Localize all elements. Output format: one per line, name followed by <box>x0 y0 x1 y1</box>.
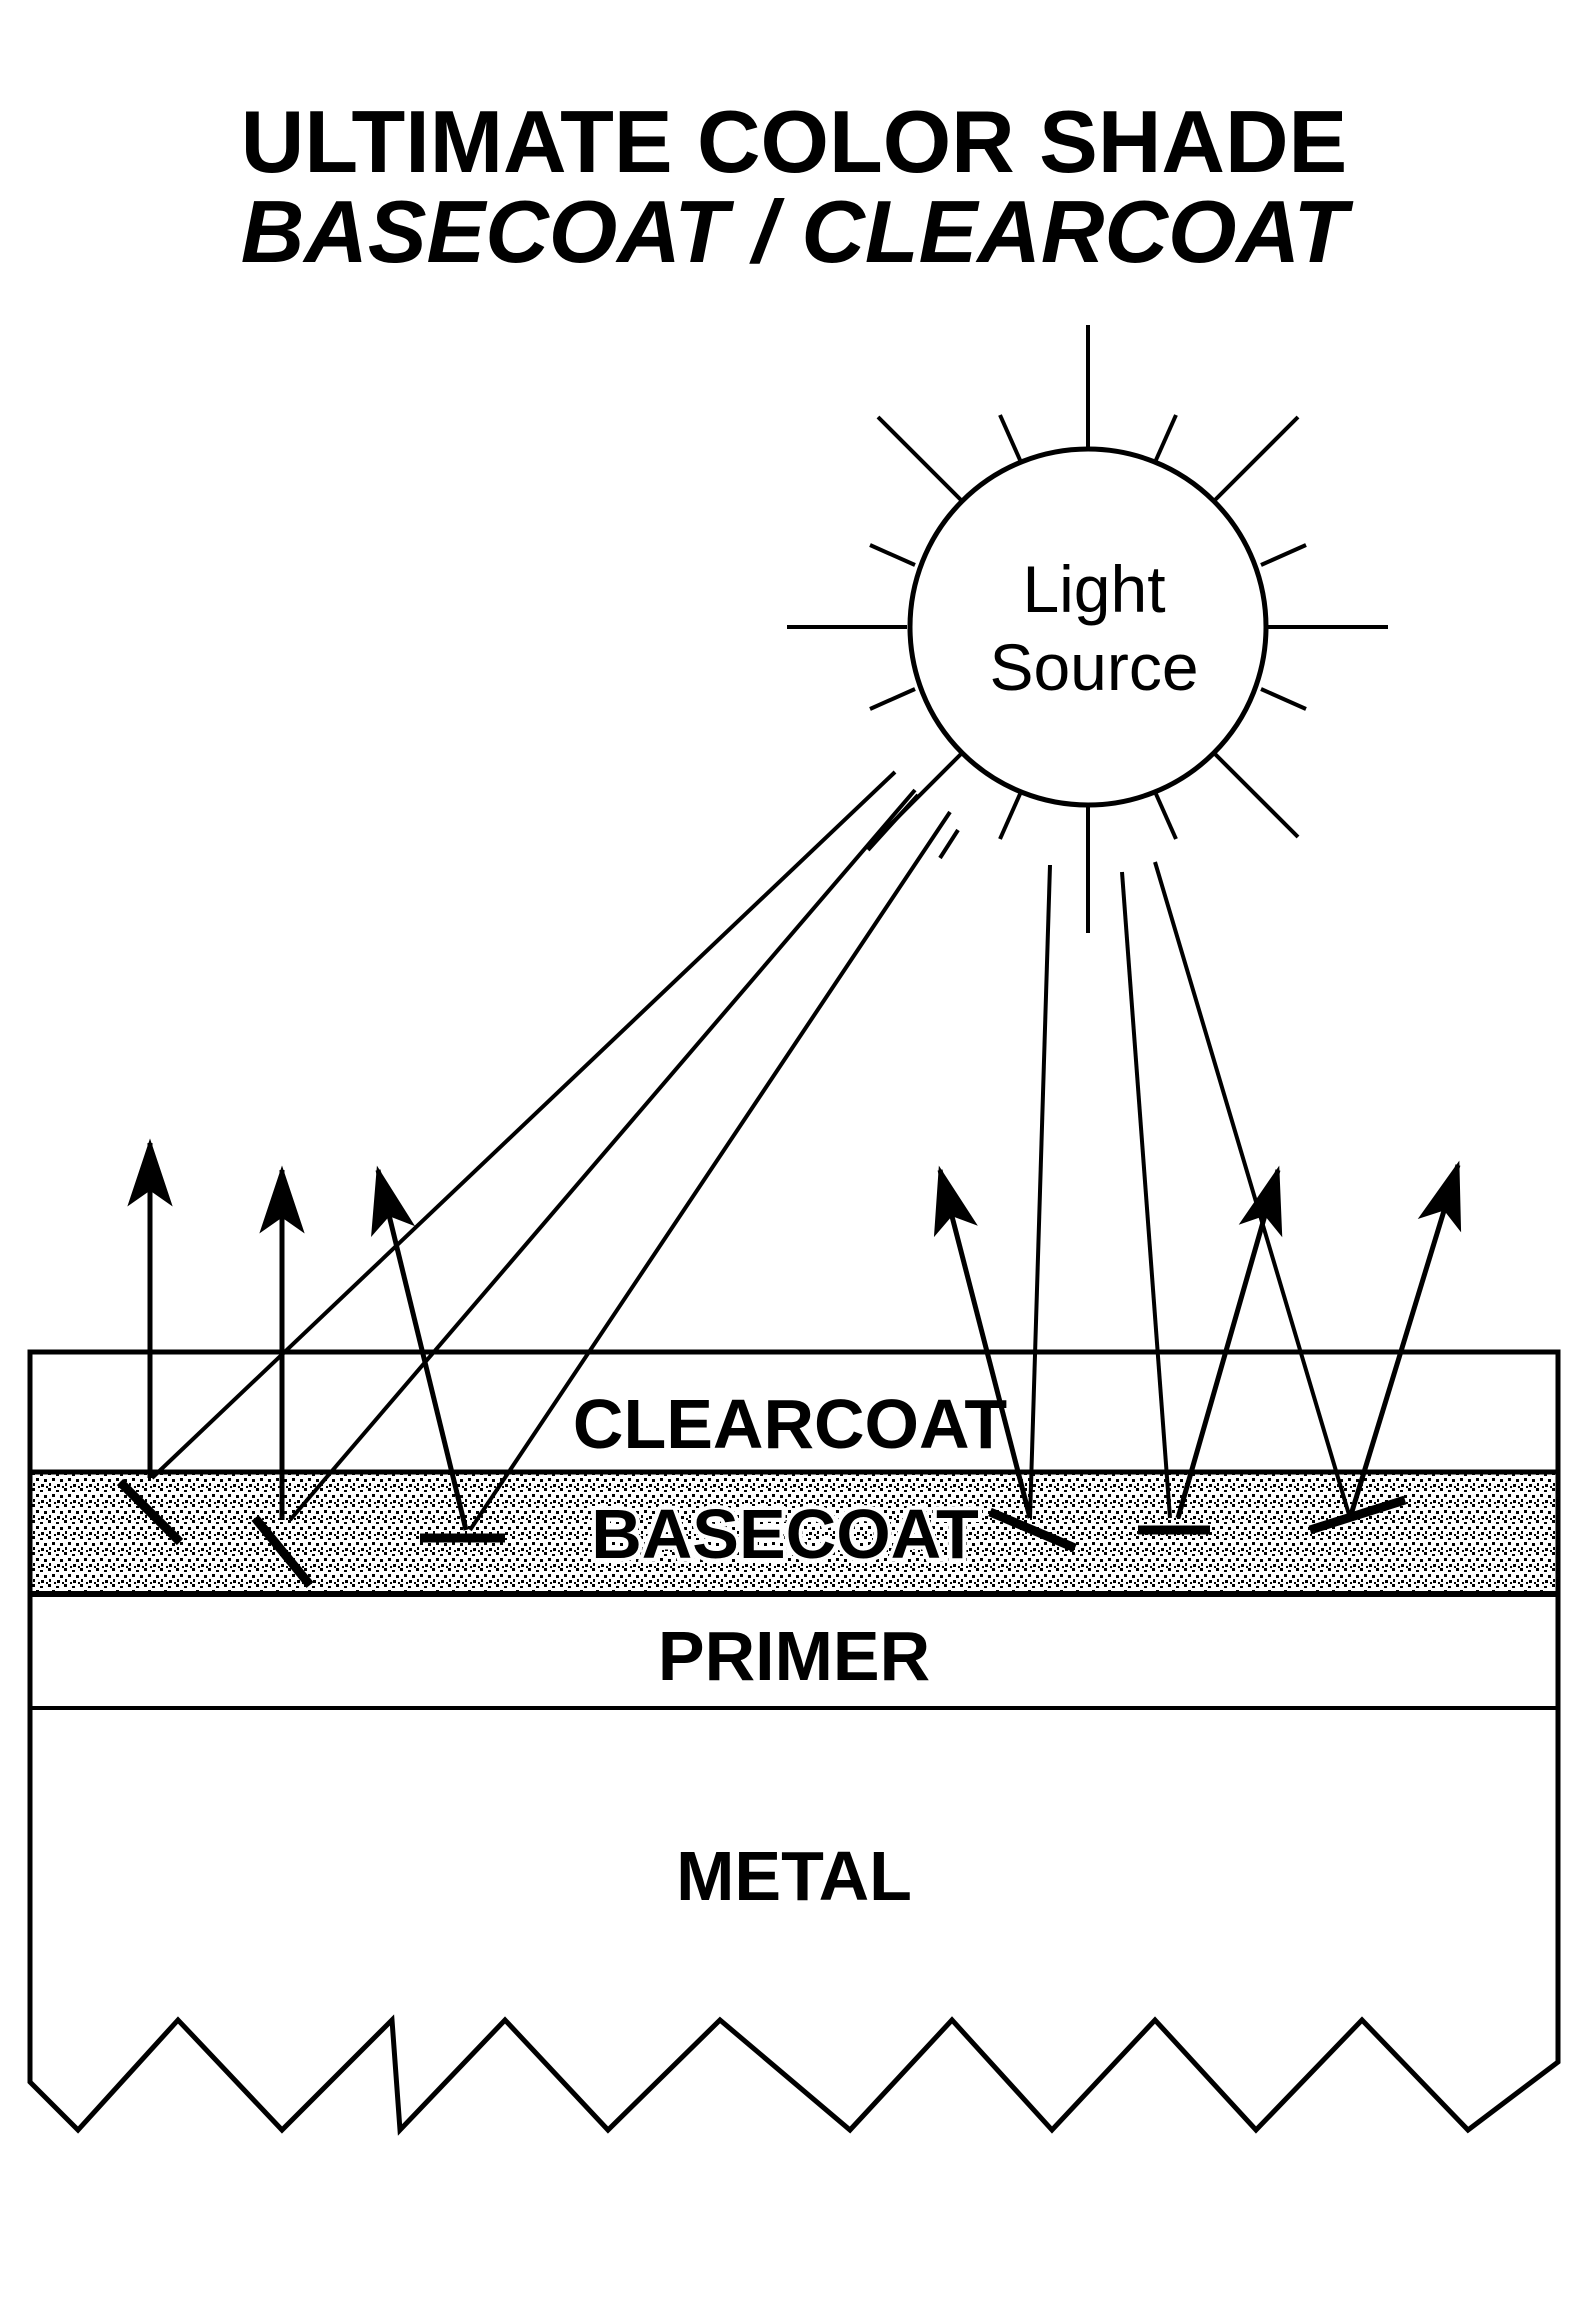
light-source-label-line1: Light <box>1022 552 1165 626</box>
basecoat-layer <box>30 1472 1558 1594</box>
pigment-flakes <box>116 1478 1407 1588</box>
sun-rays <box>787 325 1388 933</box>
flake <box>251 1515 314 1588</box>
clearcoat-label: CLEARCOAT <box>573 1385 1007 1463</box>
primer-label: PRIMER <box>658 1617 930 1695</box>
incident-rays <box>150 770 1352 1532</box>
flake <box>116 1478 184 1546</box>
flake <box>988 1507 1077 1553</box>
light-source-label-line2: Source <box>989 630 1198 704</box>
sun-circle <box>907 446 1269 808</box>
metal-label: METAL <box>676 1837 912 1915</box>
layer-stack <box>27 1349 1561 2136</box>
flake <box>1308 1495 1407 1535</box>
reflected-rays <box>127 1138 1462 1531</box>
basecoat-label: BASECOAT <box>591 1495 979 1573</box>
light-source: Light Source <box>787 325 1388 933</box>
metal-outline <box>27 1349 1561 2136</box>
diagram-subtitle: BASECOAT / CLEARCOAT <box>241 182 1354 281</box>
diagram-title: ULTIMATE COLOR SHADE <box>241 92 1347 191</box>
